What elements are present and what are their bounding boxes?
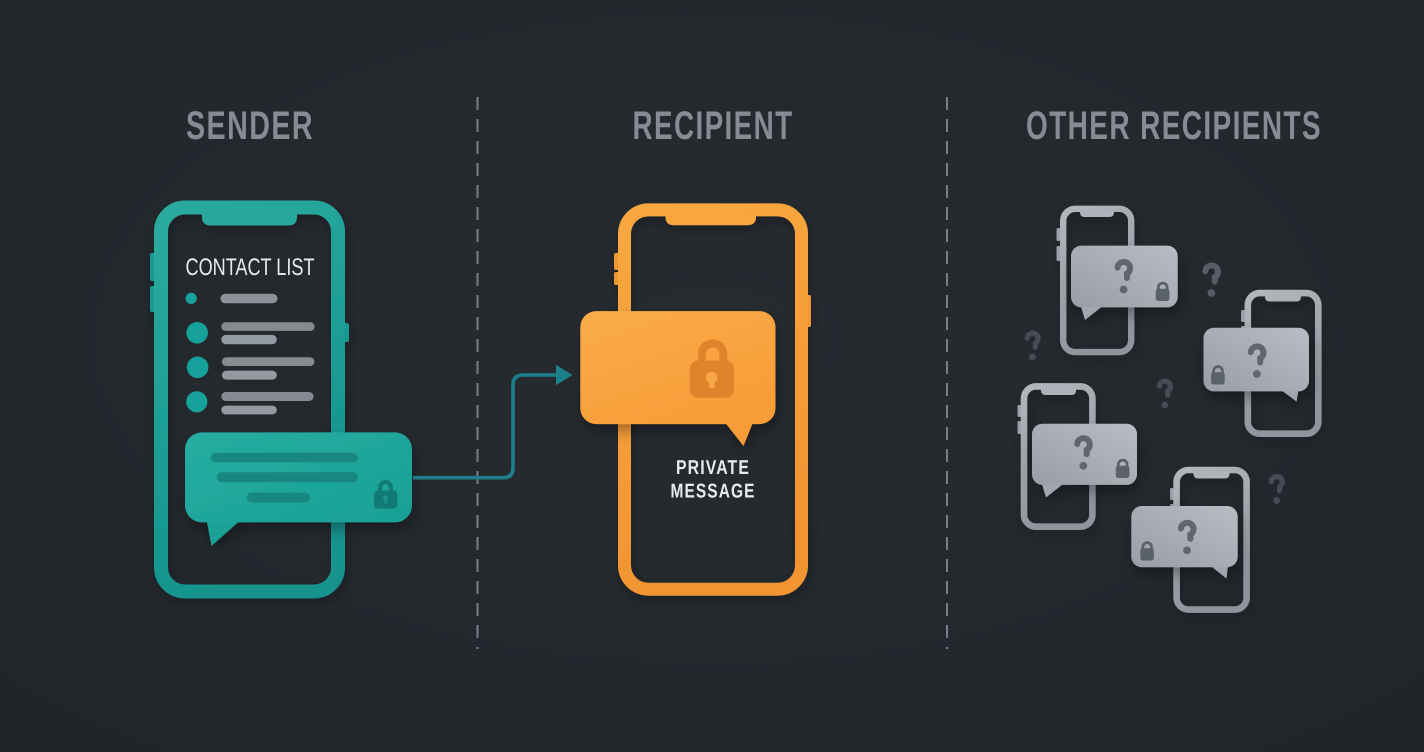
svg-text:SENDER: SENDER xyxy=(186,104,314,148)
svg-text:PRIVATE: PRIVATE xyxy=(676,457,750,479)
svg-text:RECIPIENT: RECIPIENT xyxy=(633,104,794,148)
svg-text:OTHER RECIPIENTS: OTHER RECIPIENTS xyxy=(1026,104,1322,148)
svg-text:MESSAGE: MESSAGE xyxy=(671,481,756,503)
svg-text:CONTACT LIST: CONTACT LIST xyxy=(186,254,315,281)
